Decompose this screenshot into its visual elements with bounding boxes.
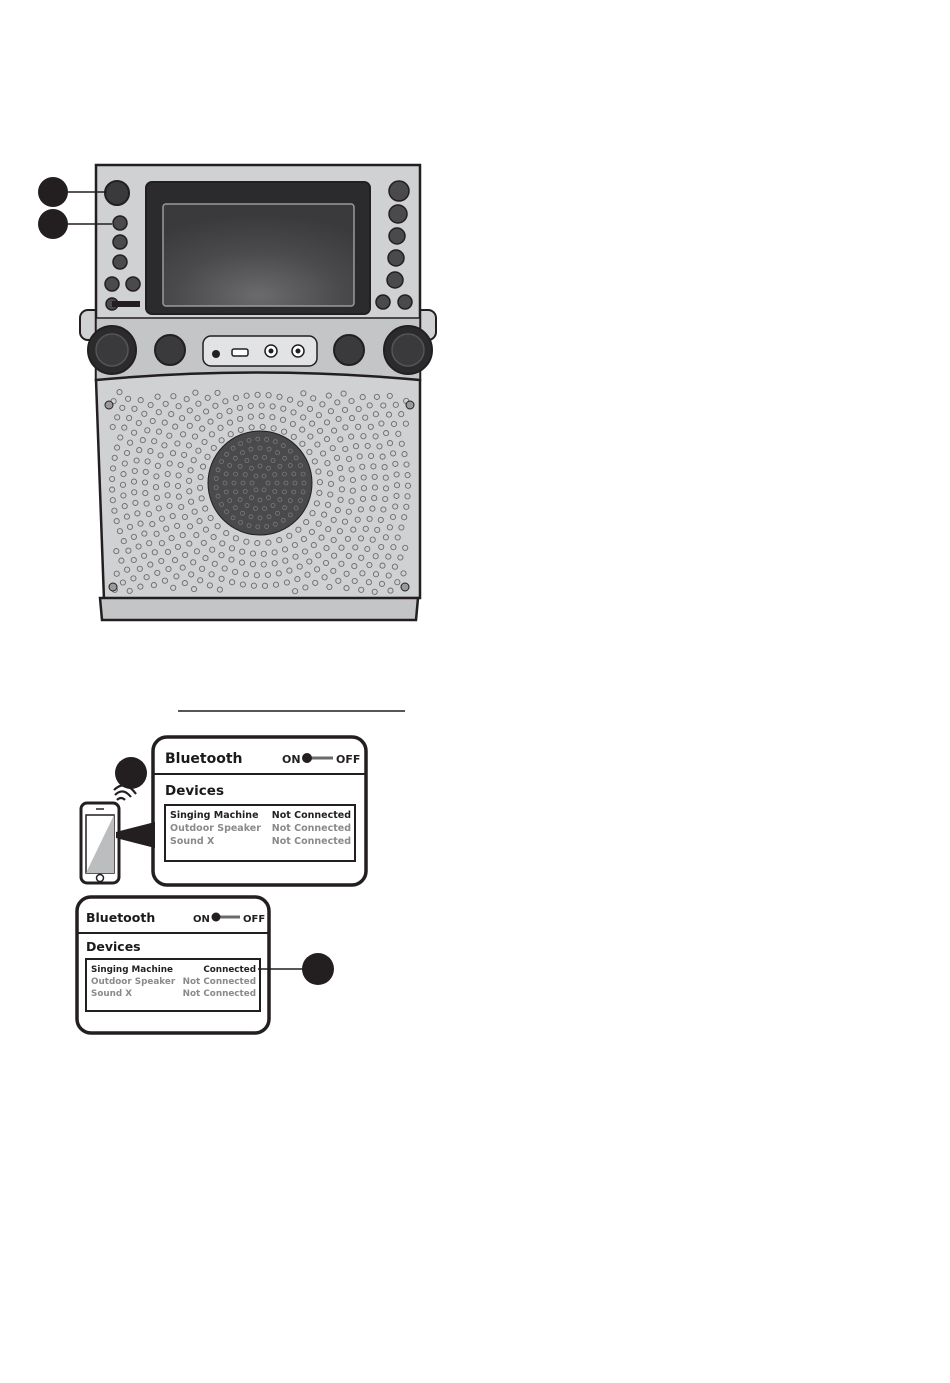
devices-heading: Devices [165, 783, 224, 799]
speaker-cone [208, 431, 312, 535]
bluetooth-title: Bluetooth [165, 751, 243, 767]
device-name[interactable]: Outdoor Speaker [170, 823, 261, 834]
right-button-2[interactable] [389, 205, 407, 223]
mic-jack-1-hole [269, 349, 274, 354]
callout-marker-power [38, 177, 68, 207]
screw [109, 583, 117, 591]
bluetooth-title: Bluetooth [86, 910, 155, 925]
smartphone-icon [81, 803, 119, 883]
device-status: Not Connected [272, 810, 351, 821]
screw [105, 401, 113, 409]
control-button-4[interactable] [113, 255, 127, 269]
screw [401, 583, 409, 591]
control-button-3[interactable] [113, 235, 127, 249]
phone-home-button [97, 875, 104, 882]
toggle-knob[interactable] [212, 913, 221, 922]
mic-volume-knob-2[interactable] [334, 335, 364, 365]
device-name[interactable]: Singing Machine [91, 965, 173, 975]
right-button-3[interactable] [389, 228, 405, 244]
device-name[interactable]: Sound X [170, 836, 215, 847]
mic-jack-2-hole [296, 349, 301, 354]
toggle-knob[interactable] [302, 753, 312, 763]
screw [406, 401, 414, 409]
device-status: Not Connected [183, 977, 256, 987]
signal-arc [117, 798, 125, 800]
control-button-6[interactable] [126, 277, 140, 291]
device-name[interactable]: Singing Machine [170, 810, 259, 821]
device-status: Connected [203, 965, 256, 975]
toggle-on-label: ON [193, 914, 210, 925]
bluetooth-panel-searching: Bluetooth ON OFF Devices Singing Machine… [153, 737, 366, 885]
speech-pointer [116, 822, 155, 848]
slider-track[interactable] [112, 301, 140, 307]
callout-marker-connected [302, 953, 334, 985]
devices-heading: Devices [86, 939, 141, 954]
device-status: Not Connected [272, 823, 351, 834]
karaoke-machine [80, 165, 436, 620]
right-button-5[interactable] [387, 272, 403, 288]
bluetooth-button[interactable] [113, 216, 127, 230]
callout-marker-bluetooth [38, 209, 68, 239]
control-button-5[interactable] [105, 277, 119, 291]
device-name[interactable]: Sound X [91, 989, 132, 999]
toggle-off-label: OFF [243, 914, 265, 925]
video-screen [163, 204, 354, 306]
device-status: Not Connected [183, 989, 256, 999]
callout-marker-phone [115, 757, 147, 789]
device-status: Not Connected [272, 836, 351, 847]
bluetooth-panel-connected: Bluetooth ON OFF Devices Singing Machine… [77, 897, 269, 1033]
led-indicator [212, 350, 220, 358]
toggle-on-label: ON [282, 753, 301, 766]
right-volume-knob-cap [392, 334, 424, 366]
right-button-4[interactable] [388, 250, 404, 266]
base [100, 598, 418, 620]
signal-arc [115, 791, 131, 797]
right-button-1[interactable] [389, 181, 409, 201]
mic-volume-knob-1[interactable] [155, 335, 185, 365]
usb-port[interactable] [232, 349, 248, 356]
right-button-6[interactable] [376, 295, 390, 309]
right-button-7[interactable] [398, 295, 412, 309]
left-volume-knob-cap [96, 334, 128, 366]
device-name[interactable]: Outdoor Speaker [91, 977, 176, 987]
power-button[interactable] [105, 181, 129, 205]
toggle-off-label: OFF [336, 753, 360, 766]
